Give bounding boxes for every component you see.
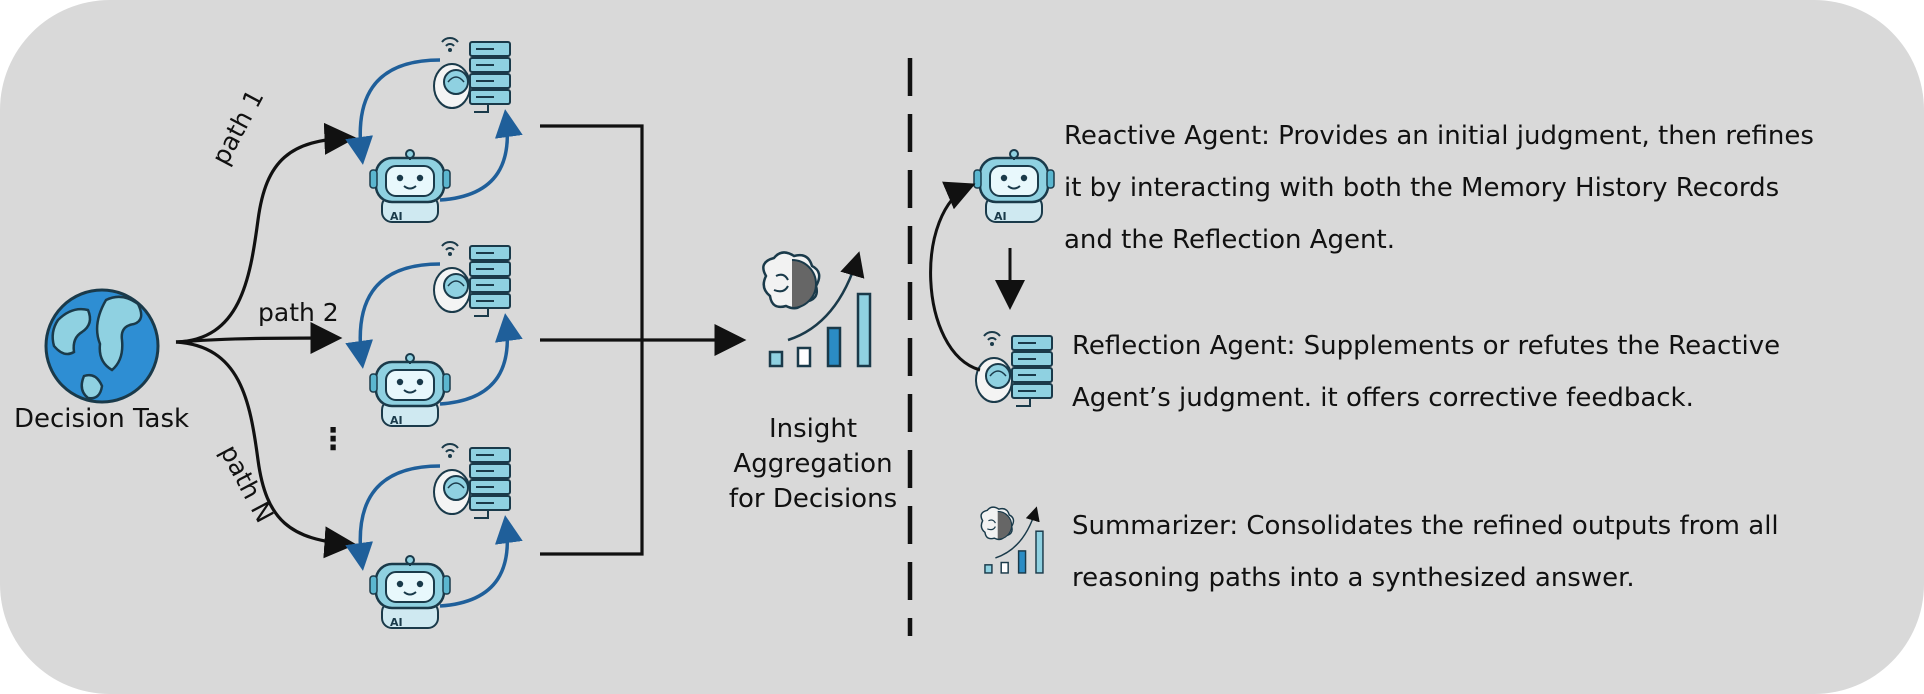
reactive-agent-description: Reactive Agent: Provides an initial judg…: [1064, 110, 1814, 266]
summarizer-description: Summarizer: Consolidates the refined out…: [1072, 500, 1779, 604]
reflection-to-reactive-arrow: [929, 181, 981, 372]
reflection-agent-icon: [433, 443, 511, 519]
agent-pair-1: [345, 37, 523, 225]
aggregation-bracket: [540, 124, 747, 556]
legend-reflection-icon: [975, 331, 1053, 407]
reflection-agent-icon: [433, 241, 511, 317]
path-2-connector: [175, 322, 343, 355]
task-label: Decision Task: [14, 404, 190, 434]
reactive-line-1: Reactive Agent: Provides an initial judg…: [1064, 121, 1814, 151]
agent-pair-2: [345, 241, 523, 429]
brain-chart-icon: [763, 252, 870, 366]
path-ellipsis: ⋮: [318, 422, 348, 457]
robot-icon: [368, 554, 452, 631]
aggregation-line-1: Insight: [768, 414, 858, 444]
reactive-line-2: it by interacting with both the Memory H…: [1064, 173, 1780, 203]
legend-summarizer-icon: [981, 507, 1043, 573]
aggregation-label: Insight Aggregation for Decisions: [718, 412, 908, 517]
summarizer-line-1: Summarizer: Consolidates the refined out…: [1072, 511, 1779, 541]
legend-reactive-icon: [972, 148, 1056, 225]
globe-icon: [44, 288, 160, 404]
summarizer-line-2: reasoning paths into a synthesized answe…: [1072, 563, 1635, 593]
agent-pair-n: [345, 443, 523, 631]
path-1-connector: [175, 122, 357, 344]
reflection-line-1: Reflection Agent: Supplements or refutes…: [1072, 331, 1781, 361]
robot-icon: [368, 352, 452, 429]
aggregation-line-3: for Decisions: [728, 484, 898, 514]
reflection-agent-icon: [433, 37, 511, 113]
path-2-label: path 2: [258, 298, 339, 327]
reflection-line-2: Agent’s judgment. it offers corrective f…: [1072, 383, 1694, 413]
reactive-line-3: and the Reflection Agent.: [1064, 225, 1395, 255]
path-n-connector: [175, 340, 357, 559]
reflection-agent-description: Reflection Agent: Supplements or refutes…: [1072, 320, 1780, 424]
robot-icon: [368, 148, 452, 225]
aggregation-line-2: Aggregation: [733, 449, 893, 479]
